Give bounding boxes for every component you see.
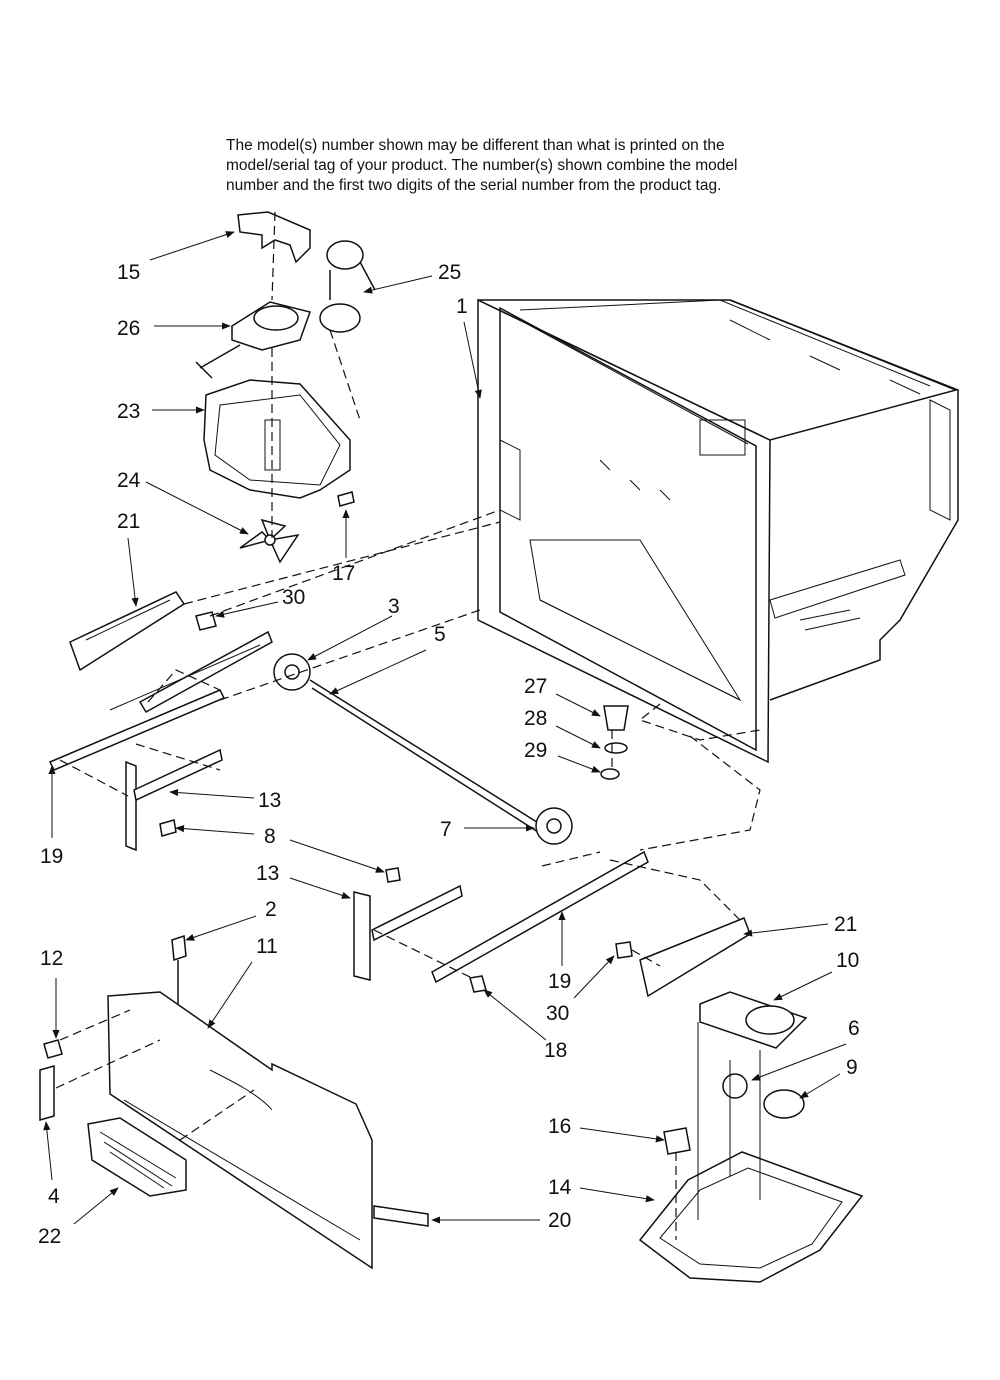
alignment-lines — [55, 211, 761, 1240]
bracket-13-right-illustration — [353, 850, 751, 998]
callout-13-upper: 13 — [258, 789, 281, 812]
leader-arrows — [43, 231, 847, 1225]
callout-3: 3 — [388, 595, 400, 618]
callout-27: 27 — [524, 675, 547, 698]
callout-28: 28 — [524, 707, 547, 730]
disclaimer-line-3: number and the first two digits of the s… — [226, 177, 722, 194]
bracket-13-left-illustration — [125, 748, 223, 852]
callout-1: 1 — [456, 295, 468, 318]
callout-19-left: 19 — [40, 845, 63, 868]
callout-14: 14 — [548, 1176, 572, 1199]
callout-21-upper: 21 — [117, 510, 140, 533]
part-number-callouts: 15 25 26 1 23 24 17 21 30 3 5 27 28 29 1… — [38, 261, 860, 1248]
lower-panel-11-illustration — [107, 991, 373, 1270]
disclaimer-line-1: The model(s) number shown may be differe… — [226, 137, 725, 154]
small-parts-illustration — [39, 934, 187, 1121]
callout-20: 20 — [548, 1209, 571, 1232]
strip-20-illustration — [373, 1205, 429, 1227]
left-slide-rails-illustration — [48, 591, 273, 771]
callout-18: 18 — [544, 1039, 567, 1062]
callout-8: 8 — [264, 825, 276, 848]
gear-axle-illustration — [273, 653, 573, 845]
disclaimer-line-2: model/serial tag of your product. The nu… — [226, 157, 738, 174]
callout-17: 17 — [332, 562, 355, 585]
housing-23-illustration — [203, 379, 351, 499]
callout-6: 6 — [848, 1017, 860, 1040]
bracket-15-illustration — [237, 211, 311, 264]
callout-15: 15 — [117, 261, 140, 284]
callout-4: 4 — [48, 1185, 60, 1208]
callout-22: 22 — [38, 1225, 61, 1248]
motor-26-illustration — [195, 301, 311, 379]
lamp-assembly-illustration — [638, 991, 864, 1283]
callout-26: 26 — [117, 317, 140, 340]
callout-23: 23 — [117, 400, 140, 423]
grille-22-illustration — [87, 1117, 187, 1197]
callout-9: 9 — [846, 1056, 858, 1079]
model-number-disclaimer: The model(s) number shown may be differe… — [226, 136, 846, 196]
callout-11: 11 — [256, 935, 278, 958]
callout-10: 10 — [836, 949, 859, 972]
callout-30-lower: 30 — [546, 1002, 569, 1025]
freezer-liner-illustration — [477, 298, 959, 764]
callout-2: 2 — [265, 898, 277, 921]
callout-7: 7 — [440, 818, 452, 841]
control-25-illustration — [319, 240, 376, 333]
leveler-illustration — [600, 705, 629, 780]
callout-5: 5 — [434, 623, 446, 646]
callout-13-lower: 13 — [256, 862, 279, 885]
callout-29: 29 — [524, 739, 547, 762]
callout-30-upper: 30 — [282, 586, 305, 609]
callout-21-lower: 21 — [834, 913, 857, 936]
callout-19-right: 19 — [548, 970, 571, 993]
fan-blade-24-illustration — [239, 518, 300, 564]
callout-16: 16 — [548, 1115, 571, 1138]
callout-12: 12 — [40, 947, 63, 970]
callout-24: 24 — [117, 469, 141, 492]
callout-25: 25 — [438, 261, 461, 284]
